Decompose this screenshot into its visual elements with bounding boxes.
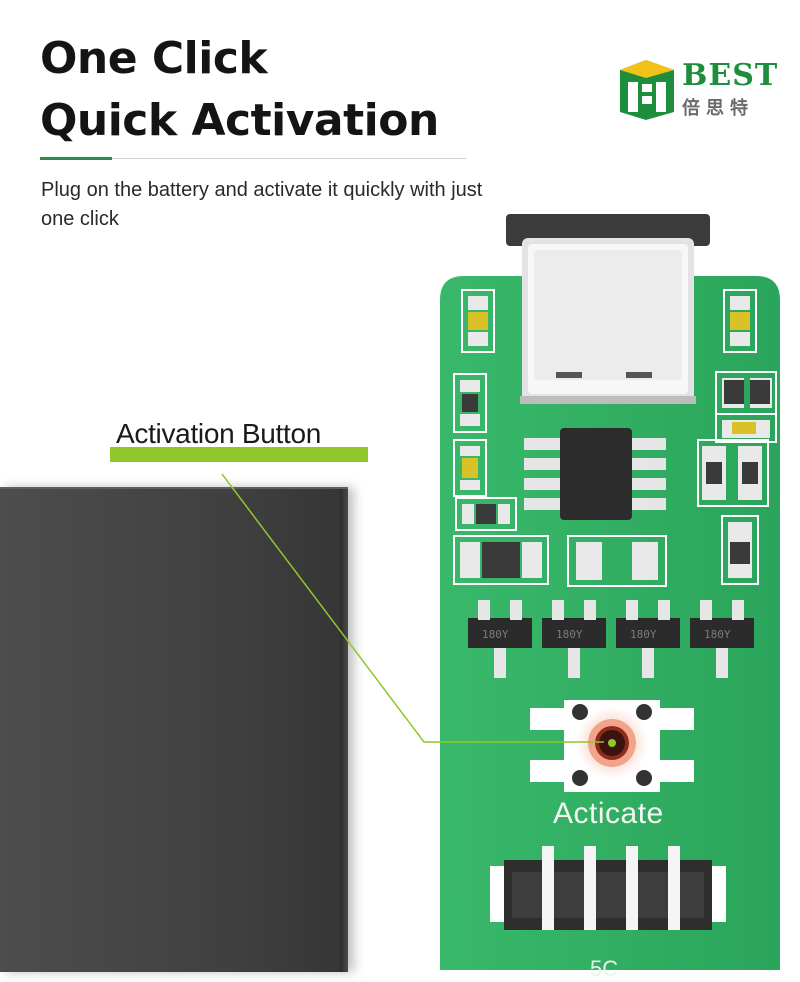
chip-marking-4: 180Y: [704, 628, 731, 641]
transistor-row: 180Y 180Y 180Y 180Y: [468, 600, 754, 678]
bottom-silkscreen-label: 5C: [590, 956, 619, 981]
headline-divider-accent: [40, 157, 112, 160]
activation-button-icon: [530, 700, 694, 792]
brand-wordmark: BEST: [682, 58, 779, 93]
chip-marking-3: 180Y: [630, 628, 657, 641]
headline-line-1: One Click: [40, 33, 268, 84]
battery-pack: [0, 487, 348, 972]
chip-marking-1: 180Y: [482, 628, 509, 641]
battery-edge: [340, 489, 348, 972]
usb-c-connector-icon: [506, 214, 710, 404]
button-silkscreen-label: Acticate: [553, 797, 664, 830]
header-connector-icon: [490, 846, 726, 930]
callout-label: Activation Button: [116, 418, 322, 449]
brand-chinese-name: 倍思特: [682, 98, 754, 119]
callout-highlight: [110, 447, 368, 462]
feature-description: Plug on the battery and activate it quic…: [41, 179, 483, 230]
ic-chip-icon: [524, 428, 666, 520]
brand-logo: BEST 倍思特: [616, 56, 777, 122]
callout-leader-line: [221, 473, 616, 747]
brand-mark-icon: [620, 60, 674, 120]
headline-line-2: Quick Activation: [40, 95, 439, 146]
chip-marking-2: 180Y: [556, 628, 583, 641]
headline-divider: [40, 158, 466, 159]
headline: One Click Quick Activation: [40, 28, 439, 152]
